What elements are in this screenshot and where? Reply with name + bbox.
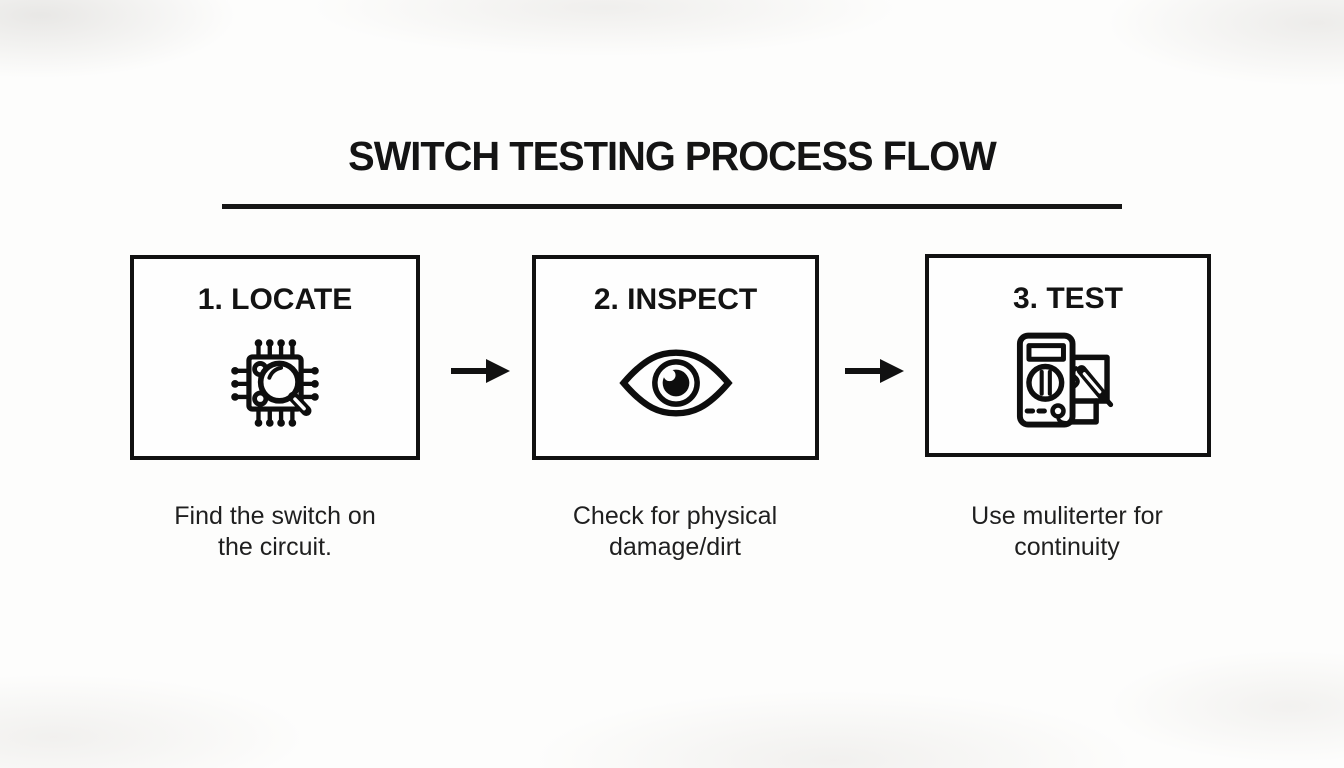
step-caption-inspect: Check for physical damage/dirt	[572, 502, 778, 561]
step-box-test: 3. TEST	[925, 254, 1211, 457]
title-underline	[222, 204, 1122, 209]
multimeter-icon	[1009, 316, 1127, 453]
step-label: 3. TEST	[1012, 282, 1124, 315]
step-caption-locate: Find the switch on the circuit.	[174, 502, 376, 561]
step-caption-test: Use muliterter for continuity	[971, 502, 1163, 561]
chip-magnifier-icon	[222, 317, 328, 456]
arrow-right-icon	[449, 352, 511, 390]
step-box-inspect: 2. INSPECT	[532, 255, 819, 460]
step-label: 1. LOCATE	[197, 283, 353, 316]
page-title: SWITCH TESTING PROCESS FLOW	[348, 133, 997, 179]
step-label: 2. INSPECT	[593, 283, 758, 316]
arrow-right-icon	[843, 352, 905, 390]
step-box-locate: 1. LOCATE	[130, 255, 420, 460]
eye-icon	[618, 317, 733, 456]
